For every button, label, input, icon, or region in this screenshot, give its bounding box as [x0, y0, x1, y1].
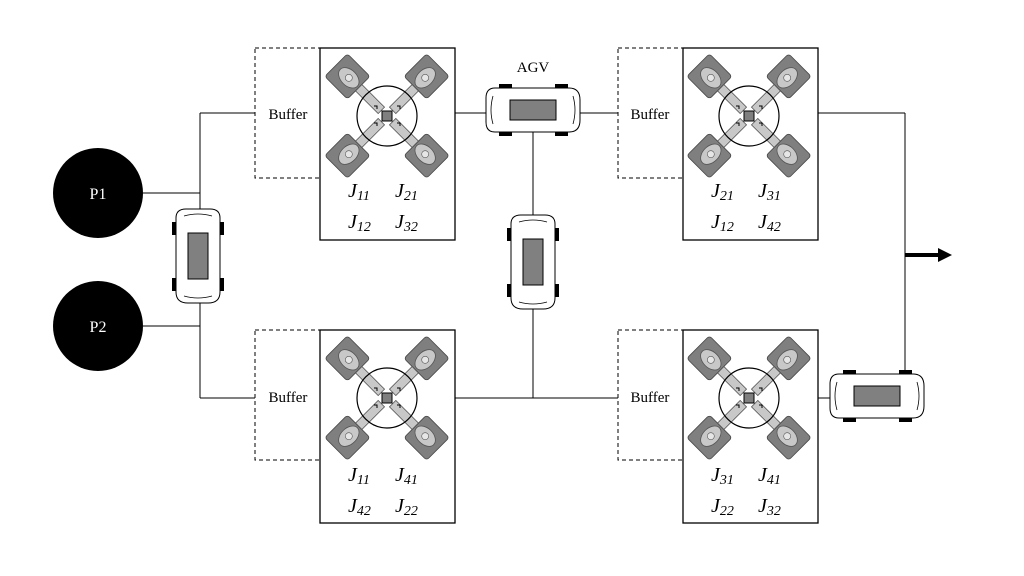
job-index: 42 [767, 220, 781, 235]
job-letter: J [348, 495, 358, 517]
buffer-label: Buffer [631, 107, 670, 123]
job-label: J21 [711, 180, 734, 204]
job-label: J11 [348, 180, 370, 204]
job-index: 12 [720, 220, 734, 235]
robot-arm [388, 117, 449, 178]
resource-p2-label: P2 [90, 319, 107, 336]
job-letter: J [348, 180, 358, 202]
job-index: 41 [767, 473, 781, 488]
job-letter: J [758, 464, 768, 486]
job-label: J22 [711, 495, 734, 519]
job-label: J32 [395, 211, 418, 235]
four-arm-robot-icon [687, 54, 811, 178]
robot-arm [687, 117, 748, 178]
job-label: J41 [395, 464, 418, 488]
robot-arm [750, 117, 811, 178]
resource-p2-disc [53, 281, 143, 371]
robot-arm [750, 54, 811, 115]
job-index: 11 [357, 189, 370, 204]
resource-p1: P1 [53, 148, 143, 238]
robot-arm [750, 399, 811, 460]
job-index: 21 [720, 189, 734, 204]
agv-vehicle-icon [507, 214, 559, 310]
job-letter: J [395, 495, 405, 517]
job-index: 32 [403, 220, 418, 235]
resource-p1-disc [53, 148, 143, 238]
job-label: J11 [348, 464, 370, 488]
job-letter: J [711, 180, 721, 202]
robot-arm [388, 54, 449, 115]
job-index: 21 [404, 189, 418, 204]
job-index: 22 [720, 504, 734, 519]
buffer-label: Buffer [269, 390, 308, 406]
job-index: 32 [766, 504, 781, 519]
job-letter: J [395, 464, 405, 486]
exit-arrow-icon [905, 248, 952, 262]
buffer-label: Buffer [269, 107, 308, 123]
four-arm-robot-icon [325, 336, 449, 460]
job-label: J32 [758, 495, 781, 519]
agv-label: AGV [517, 60, 550, 76]
agv-vehicle-icon [172, 208, 224, 304]
job-letter: J [758, 180, 768, 202]
job-letter: J [348, 211, 358, 233]
job-label: J12 [348, 211, 371, 235]
job-label: J42 [758, 211, 781, 235]
job-letter: J [395, 211, 405, 233]
robot-arm [750, 336, 811, 397]
job-letter: J [711, 464, 721, 486]
job-label: J12 [711, 211, 734, 235]
job-label: J22 [395, 495, 418, 519]
robot-arm [687, 399, 748, 460]
job-letter: J [758, 495, 768, 517]
four-arm-robot-icon [325, 54, 449, 178]
job-index: 11 [357, 473, 370, 488]
job-letter: J [758, 211, 768, 233]
job-index: 22 [404, 504, 418, 519]
four-arm-robot-icon [687, 336, 811, 460]
resource-p2: P2 [53, 281, 143, 371]
job-index: 31 [719, 473, 734, 488]
robot-arm [325, 117, 386, 178]
robot-arm [325, 399, 386, 460]
job-index: 41 [404, 473, 418, 488]
job-letter: J [711, 495, 721, 517]
job-label: J21 [395, 180, 418, 204]
job-letter: J [395, 180, 405, 202]
robot-arm [687, 54, 748, 115]
job-index: 12 [357, 220, 371, 235]
job-label: J31 [758, 180, 781, 204]
job-index: 31 [766, 189, 781, 204]
robot-arm [325, 336, 386, 397]
buffer-label: Buffer [631, 390, 670, 406]
job-letter: J [711, 211, 721, 233]
job-index: 42 [357, 504, 371, 519]
job-letter: J [348, 464, 358, 486]
job-label: J41 [758, 464, 781, 488]
robot-arm [325, 54, 386, 115]
robot-arm [388, 399, 449, 460]
agv-vehicle-icon [485, 84, 581, 136]
job-label: J42 [348, 495, 371, 519]
job-label: J31 [711, 464, 734, 488]
agv-vehicle-icon [829, 370, 925, 422]
resource-p1-label: P1 [90, 186, 107, 203]
